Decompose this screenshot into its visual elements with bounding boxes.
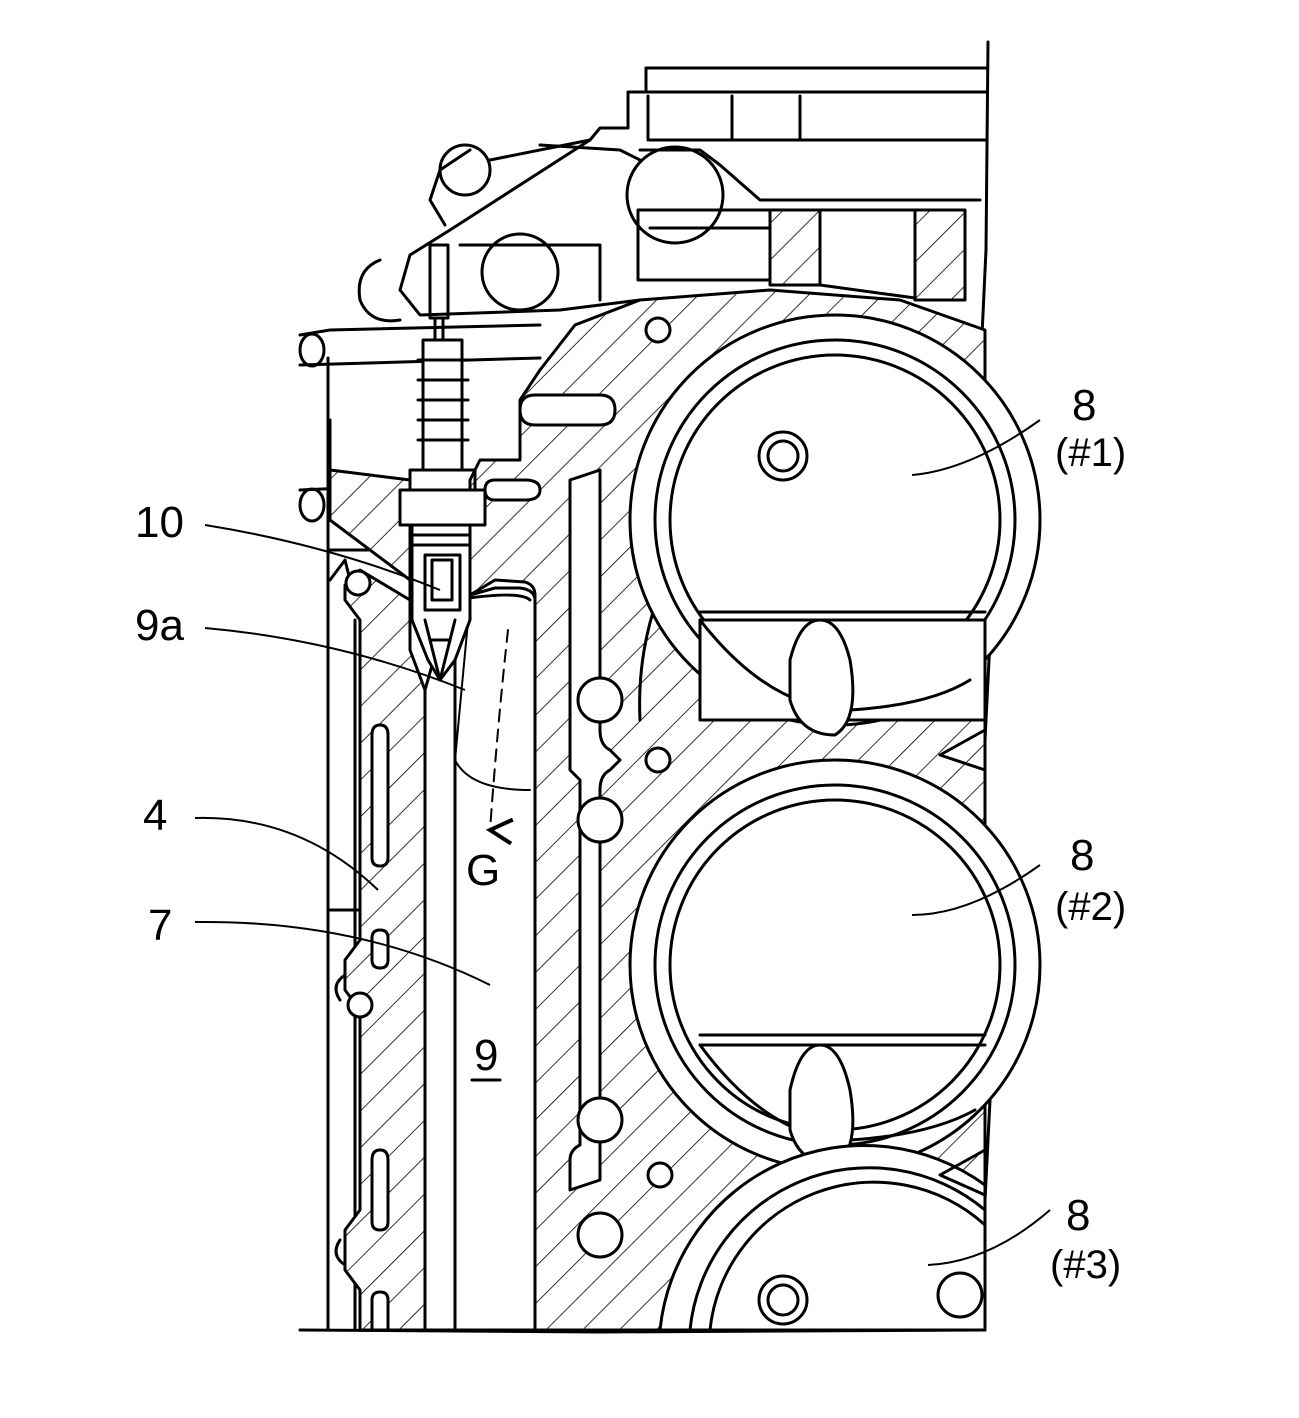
label-cyl2-num: 8 [1070,831,1094,880]
water-jacket [425,588,535,1330]
label-cyl1-num: 8 [1072,381,1096,430]
label-gasket: 7 [148,901,172,950]
bolt-hole-1 [578,678,622,722]
label-cyl1-tag: (#1) [1055,431,1126,475]
slot-3 [372,1150,388,1230]
slot-2 [372,930,388,968]
bolt-hole-2 [578,798,622,842]
bolt-left-1 [346,571,370,595]
label-cyl3-tag: (#3) [1050,1243,1121,1287]
slot-4 [372,1292,388,1330]
bolt-hole-4 [578,1213,622,1257]
passage-upper [520,395,615,425]
bolt-left-2 [348,993,372,1017]
label-jacket: 9 [474,1031,498,1080]
label-cyl3-num: 8 [1066,1191,1090,1240]
slot-1 [372,725,388,866]
small-hole-1 [646,318,670,342]
small-hole-2 [646,748,670,772]
passage-small [485,480,540,500]
small-hole-3 [648,1163,672,1187]
label-head: 4 [143,791,167,840]
leader-head [195,818,378,890]
label-cyl2-tag: (#2) [1055,885,1126,929]
label-flow: G [466,846,500,895]
bolt-hole-3 [578,1098,622,1142]
label-sensor: 10 [135,498,184,547]
label-jacket-upper: 9a [135,601,184,650]
